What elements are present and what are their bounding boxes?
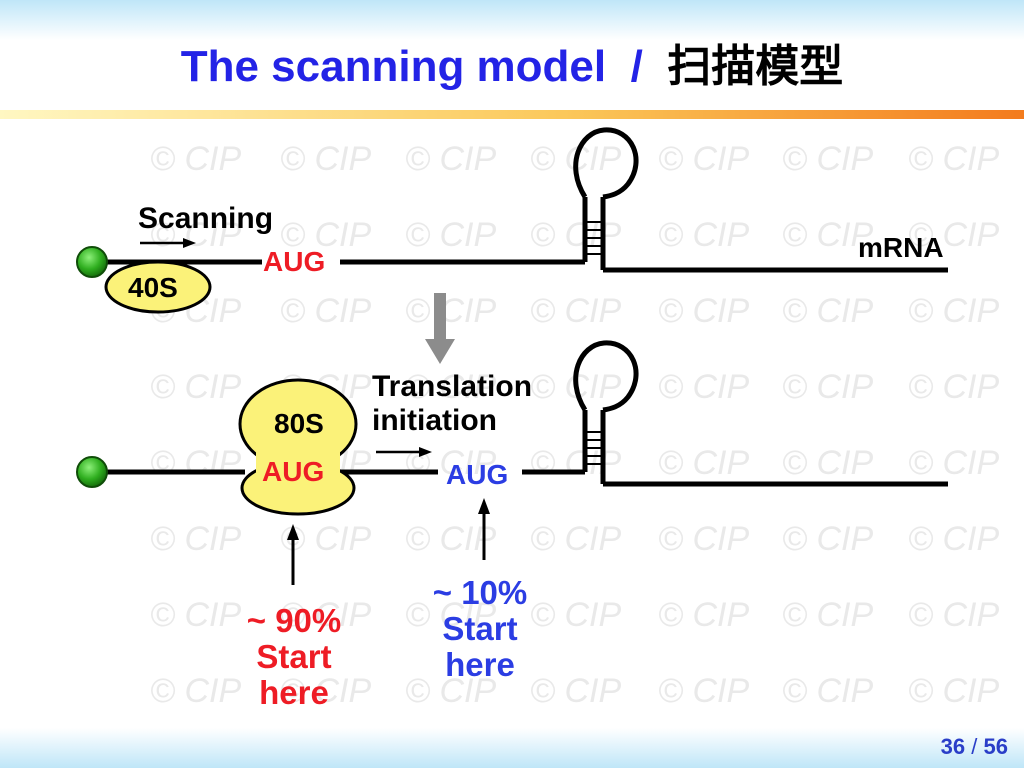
left-start-label: Start xyxy=(256,638,332,675)
slide-title: The scanning model / 扫描模型 xyxy=(0,30,1024,94)
watermark-text: © CIP xyxy=(405,444,497,482)
watermark-text: © CIP xyxy=(658,444,750,482)
watermark-text: © CIP xyxy=(658,140,750,178)
watermark-text: © CIP xyxy=(908,520,1000,558)
watermark-text: © CIP xyxy=(530,520,622,558)
watermark-text: © CIP xyxy=(658,216,750,254)
page-current: 36 xyxy=(940,734,966,759)
top-aug-codon-label: AUG xyxy=(263,246,326,277)
footer-gradient-band xyxy=(0,728,1024,768)
page-total: 56 xyxy=(983,734,1008,759)
watermark-text: © CIP xyxy=(782,140,874,178)
watermark-text: © CIP xyxy=(405,520,497,558)
watermark-text: © CIP xyxy=(280,292,372,330)
watermark-text: © CIP xyxy=(782,216,874,254)
first-aug-codon-label: AUG xyxy=(262,456,325,487)
left-percent-label: ~ 90% xyxy=(246,602,342,639)
transition-down-arrow-icon xyxy=(425,293,455,364)
second-aug-pointer-arrow-icon xyxy=(478,498,490,560)
watermark-text: © CIP xyxy=(908,140,1000,178)
watermark-text: © CIP xyxy=(658,596,750,634)
watermark-text: © CIP xyxy=(658,672,750,710)
top-5-prime-cap-icon xyxy=(76,246,108,278)
left-here-label: here xyxy=(259,674,329,711)
right-here-label: here xyxy=(445,646,515,683)
watermark-text: © CIP xyxy=(658,292,750,330)
watermark-text: © CIP xyxy=(658,520,750,558)
watermark-text: © CIP xyxy=(150,520,242,558)
initiation-label: initiation xyxy=(372,404,497,437)
bottom-5-prime-cap-icon xyxy=(76,456,108,488)
second-aug-codon-label: AUG xyxy=(446,459,509,490)
watermark-text: © CIP xyxy=(280,140,372,178)
watermark-text: © CIP xyxy=(782,520,874,558)
watermark-text: © CIP xyxy=(908,672,1000,710)
right-percent-label: ~ 10% xyxy=(432,574,528,611)
watermark-text: © CIP xyxy=(150,444,242,482)
watermark-text: © CIP xyxy=(530,672,622,710)
page-number: 36 / 56 xyxy=(941,734,1008,760)
watermark-text: © CIP xyxy=(280,672,372,710)
watermark-text: © CIP xyxy=(405,292,497,330)
scanning-arrow-icon xyxy=(140,238,196,248)
watermark-text: © CIP xyxy=(908,444,1000,482)
watermark-text: © CIP xyxy=(405,672,497,710)
watermark-text: © CIP xyxy=(530,292,622,330)
watermark-text: © CIP xyxy=(280,596,372,634)
watermark-text: © CIP xyxy=(908,368,1000,406)
watermark-text: © CIP xyxy=(150,216,242,254)
watermark-text: © CIP xyxy=(782,444,874,482)
title-chinese: 扫描模型 xyxy=(667,41,844,92)
watermark-text: © CIP xyxy=(405,596,497,634)
top-mrna-strand xyxy=(92,127,948,273)
watermark-text: © CIP xyxy=(150,672,242,710)
ribosome-40s-label: 40S xyxy=(128,272,178,303)
watermark-text: © CIP xyxy=(280,216,372,254)
watermark-text: © CIP xyxy=(530,596,622,634)
watermark-text: © CIP xyxy=(908,292,1000,330)
translation-label: Translation xyxy=(372,370,533,403)
watermark-text: © CIP xyxy=(658,368,750,406)
watermark-text: © CIP xyxy=(150,368,242,406)
bottom-mrna-strand xyxy=(92,340,948,487)
header-gradient-band xyxy=(0,0,1024,40)
title-underline-bar xyxy=(0,110,1024,119)
ribosome-80s-label: 80S xyxy=(274,408,324,439)
watermark-text: © CIP xyxy=(405,216,497,254)
watermark-text: © CIP xyxy=(150,140,242,178)
right-start-label: Start xyxy=(442,610,518,647)
watermark-text: © CIP xyxy=(782,292,874,330)
watermark-text: © CIP xyxy=(908,216,1000,254)
mrna-label: mRNA xyxy=(858,232,944,263)
scanning-label: Scanning xyxy=(138,202,274,235)
watermark-text: © CIP xyxy=(782,368,874,406)
page-separator: / xyxy=(971,734,978,759)
watermark-text: © CIP xyxy=(782,672,874,710)
ribosome-40s-icon xyxy=(104,260,212,314)
watermark-text: © CIP xyxy=(782,596,874,634)
title-separator: / xyxy=(630,42,643,91)
title-english: The scanning model xyxy=(180,42,607,91)
ribosome-80s-icon xyxy=(238,378,358,516)
first-aug-pointer-arrow-icon xyxy=(287,524,299,585)
watermark-text: © CIP xyxy=(908,596,1000,634)
watermark-text: © CIP xyxy=(530,444,622,482)
initiation-arrow-icon xyxy=(376,447,432,457)
watermark-text: © CIP xyxy=(405,140,497,178)
watermark-text: © CIP xyxy=(405,368,497,406)
watermark-text: © CIP xyxy=(150,596,242,634)
